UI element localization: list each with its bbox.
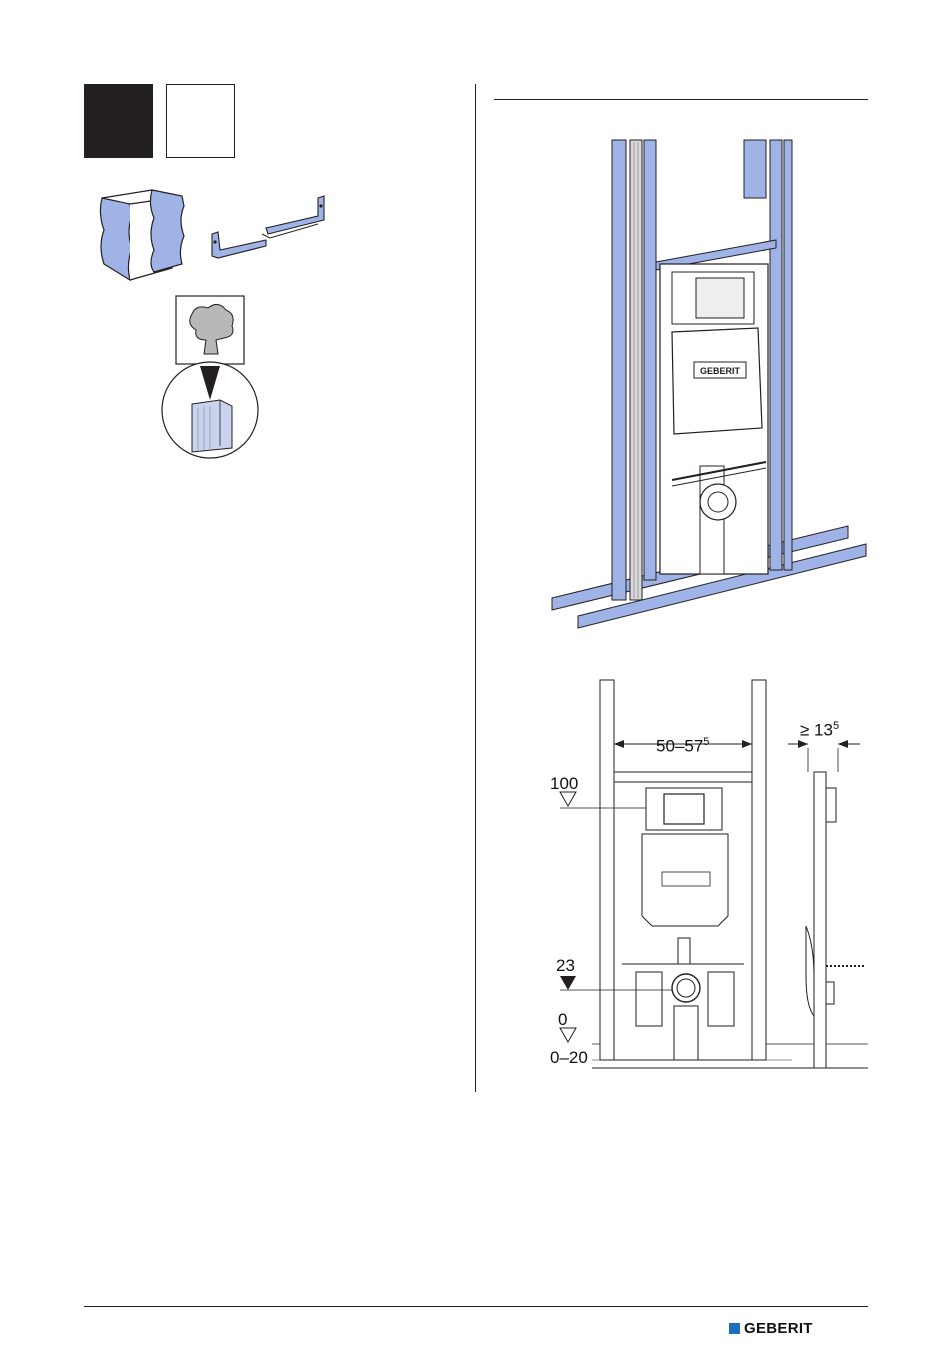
logo-text: GEBERIT [744,1320,813,1337]
column-divider [475,84,476,1092]
logo-square-icon [729,1323,740,1334]
wood-tree-icon [160,296,260,456]
geberit-logo: GEBERIT [729,1320,813,1337]
dimension-depth: ≥ 135 [800,720,839,741]
level-0-label: 0 [558,1010,567,1030]
mounting-bracket-icon [206,190,332,262]
level-range-label: 0–20 [550,1048,588,1068]
section-rule [494,99,868,100]
step-marker-empty [166,84,235,158]
cistern-brand-label: GEBERIT [700,366,741,376]
level-100-label: 100 [550,774,578,794]
dimension-width: 50–575 [656,736,709,757]
footer-rule [84,1306,868,1307]
step-marker-filled [84,84,153,158]
level-23-label: 23 [556,956,575,976]
frame-isometric-illustration: GEBERIT [548,136,870,632]
wall-profile-icon [96,184,192,288]
